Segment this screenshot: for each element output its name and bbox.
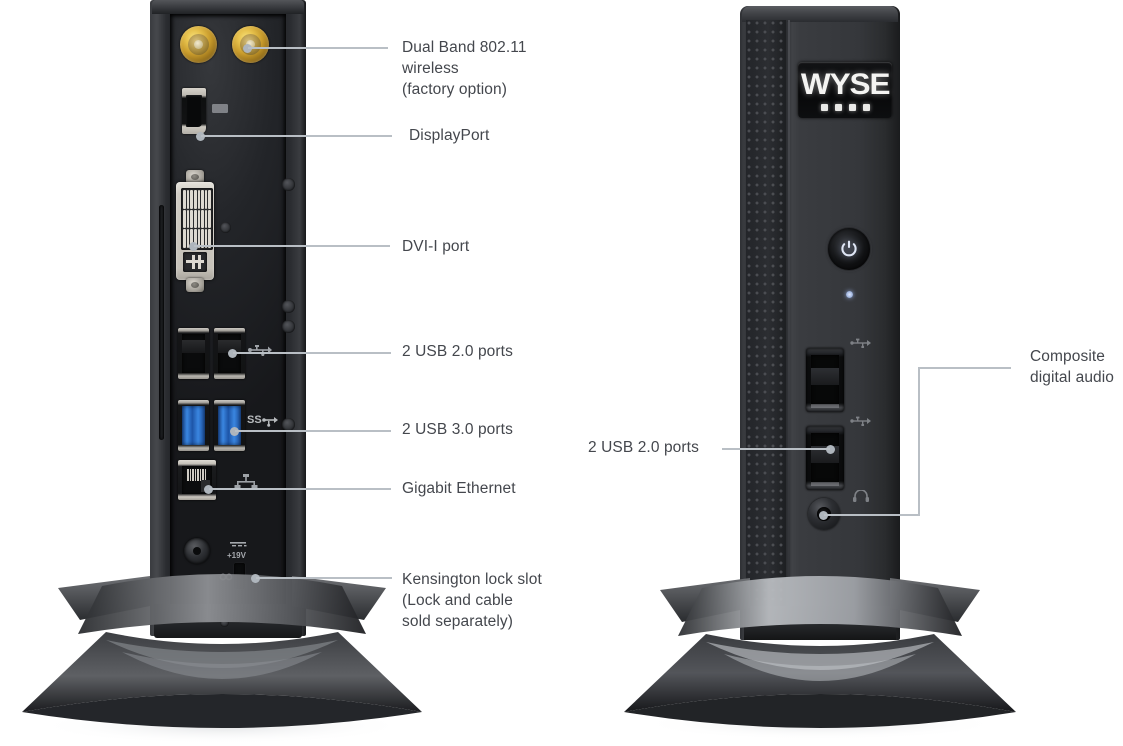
- usb-symbol-icon: [850, 338, 871, 348]
- displayport-connector: [182, 88, 206, 134]
- ethernet-pin-array: [187, 469, 206, 481]
- svg-text:+19V: +19V: [227, 551, 247, 560]
- leader-dot-dvi: [189, 242, 198, 251]
- gigabit-ethernet-port: [178, 460, 216, 500]
- usb-port-lip: [811, 482, 839, 486]
- usb-tongue: [811, 368, 839, 385]
- leader-line-usb3: [235, 430, 391, 432]
- power-button[interactable]: [828, 228, 870, 270]
- chassis-screw: [282, 320, 295, 333]
- ventilation-dimple-strip: [746, 20, 786, 632]
- dvi-analog-pins: [183, 252, 207, 272]
- chassis-screw: [282, 300, 295, 313]
- leader-dot-ethernet: [204, 485, 213, 494]
- leader-dot-composite-audio: [819, 511, 828, 520]
- usb-symbol-icon: [850, 416, 871, 426]
- headphone-icon: [853, 490, 869, 502]
- callout-displayport: DisplayPort: [409, 127, 490, 144]
- usb-3-port: [214, 400, 245, 451]
- leader-line-displayport: [201, 135, 392, 137]
- chassis-top-cap: [152, 0, 304, 14]
- usb-3-port: [178, 400, 209, 451]
- dc-power-jack: [184, 538, 210, 564]
- usb-2-port: [806, 348, 844, 412]
- brand-badge: WYSE: [798, 62, 892, 118]
- leader-line-kensington: [256, 577, 392, 579]
- dvi-pin-array: [181, 188, 213, 250]
- callout-composite-audio: Composite digital audio: [1030, 348, 1115, 386]
- panel-screw: [220, 618, 229, 627]
- usb-2-port: [178, 328, 209, 379]
- panel-screw: [220, 222, 231, 233]
- callout-ethernet: Gigabit Ethernet: [402, 480, 516, 497]
- antenna-connector-icon: [180, 26, 217, 63]
- callout-wireless: Dual Band 802.11 wireless (factory optio…: [402, 39, 527, 98]
- leader-line-audio-vertical: [918, 367, 920, 516]
- chassis-top-cap: [742, 6, 898, 22]
- leader-line-usb2: [233, 352, 391, 354]
- leader-dot-usb2: [228, 349, 237, 358]
- leader-dot-front-usb: [826, 445, 835, 454]
- chassis-screw: [282, 178, 295, 191]
- callout-usb3: 2 USB 3.0 ports: [402, 421, 513, 438]
- device-stand-right: [614, 556, 1024, 742]
- dvi-thumbscrew: [186, 170, 204, 184]
- usb-tongue: [182, 340, 205, 353]
- status-led: [846, 291, 853, 298]
- indicator-dots: [820, 103, 870, 111]
- callout-usb2: 2 USB 2.0 ports: [402, 343, 513, 360]
- leader-dot-wireless: [243, 44, 252, 53]
- usb-port-lip: [811, 404, 839, 408]
- leader-dot-usb3: [230, 427, 239, 436]
- leader-line-audio-top: [918, 367, 1011, 369]
- leader-dot-kensington: [251, 574, 260, 583]
- power-icon: [841, 240, 857, 257]
- displayport-cavity: [186, 95, 202, 127]
- leader-line-ethernet: [209, 488, 391, 490]
- brand-label: WYSE: [800, 67, 891, 101]
- superspeed-usb-icon: SS: [247, 414, 278, 427]
- dc-in-label-icon: +19V: [227, 542, 247, 560]
- leader-line-front-usb: [722, 448, 830, 450]
- device-stand-left: [10, 548, 430, 746]
- usb-2-port: [806, 426, 844, 490]
- side-vent-slot: [159, 205, 164, 440]
- usb-symbol-icon: [248, 345, 272, 356]
- usb-3-blue-tongue: [182, 406, 205, 445]
- displayport-symbol-icon: [207, 104, 228, 113]
- callout-kensington: Kensington lock slot (Lock and cable sol…: [402, 571, 542, 630]
- callout-dvi: DVI-I port: [402, 238, 470, 255]
- device-front-view: WYSE: [740, 6, 900, 646]
- chassis-screw: [282, 418, 295, 431]
- leader-dot-displayport: [196, 132, 205, 141]
- network-symbol-icon: [234, 474, 258, 488]
- dvi-thumbscrew: [186, 278, 204, 292]
- device-rear-view: SS: [150, 0, 306, 640]
- svg-text:SS: SS: [247, 414, 262, 426]
- leader-line-audio-horizontal: [824, 514, 920, 516]
- leader-line-wireless: [248, 47, 388, 49]
- chassis-seam: [788, 20, 790, 632]
- callout-front-usb: 2 USB 2.0 ports: [588, 439, 699, 456]
- dvi-i-connector: [176, 182, 214, 280]
- usb-3-blue-tongue: [218, 406, 241, 445]
- leader-line-dvi: [194, 245, 390, 247]
